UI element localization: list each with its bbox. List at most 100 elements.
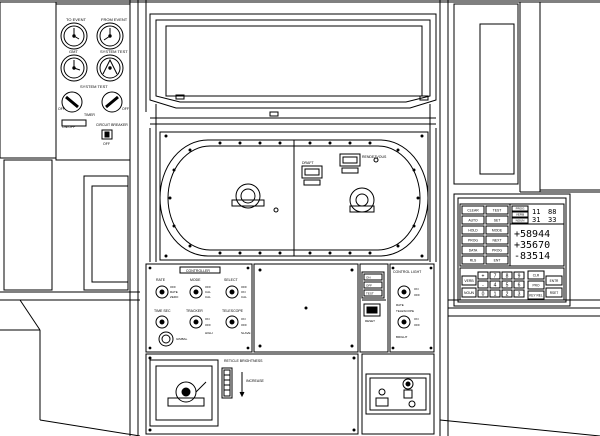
telescope-toggle[interactable] — [225, 315, 239, 329]
dsky-side-key-right[interactable]: KEY REL — [527, 290, 545, 300]
hatch-handle-left[interactable] — [231, 183, 265, 209]
rate-opt-1: RATE — [170, 290, 178, 294]
control-telescope-label: TELESCOPE — [396, 309, 414, 313]
alarm-light-1: OFF — [366, 284, 372, 288]
telescope-label: TELESCOPE — [222, 309, 244, 313]
dsky-fn-key[interactable]: PROG — [485, 245, 509, 255]
controller-panel — [145, 263, 253, 353]
hatch-rivets — [164, 134, 424, 258]
dsky-fn-key-label: TEST — [493, 209, 502, 213]
dsky-key[interactable]: 8 — [501, 271, 513, 280]
dsky-fn-key-label: ENT — [494, 259, 501, 263]
dsky-fn-key[interactable]: NEXT — [485, 235, 509, 245]
dsky-fn-key[interactable]: SET — [485, 215, 509, 225]
control-toggle-upper[interactable] — [397, 285, 411, 299]
select-toggle[interactable] — [225, 285, 239, 299]
control-rate-label: RATE — [396, 303, 404, 307]
dsky-side-key-label: PRO — [533, 284, 540, 288]
dsky-side-key-right[interactable]: CLR — [527, 270, 545, 280]
rate-label: RATE — [156, 278, 166, 282]
dsky-key[interactable]: 3 — [513, 289, 525, 298]
dial-mode: TIMER — [84, 113, 95, 117]
dsky-key[interactable]: 0 — [477, 289, 489, 298]
dsky-side-key-left[interactable]: NOUN — [461, 287, 477, 298]
circuit-breaker-switch[interactable] — [101, 129, 113, 140]
dsky-key[interactable]: 6 — [513, 280, 525, 289]
dsky-key-label: 9 — [518, 273, 521, 279]
rendezvous-gauge — [339, 153, 361, 174]
dsky-key-label: 5 — [506, 282, 509, 288]
system-test-clock — [96, 54, 124, 82]
dsky-key[interactable]: 5 — [501, 280, 513, 289]
dsky-status-label: NOUN — [516, 219, 525, 223]
joystick[interactable] — [167, 381, 207, 407]
from-event-clock — [96, 22, 124, 50]
dsky-fn-key[interactable]: DATA — [461, 245, 485, 255]
dsky-key[interactable]: 9 — [513, 271, 525, 280]
dsky-key[interactable]: 1 — [489, 289, 501, 298]
time-sec-knob[interactable] — [155, 315, 169, 329]
dsky-key[interactable]: 4 — [489, 280, 501, 289]
alarm-reset-button[interactable] — [363, 303, 381, 317]
dsky-key-label: 8 — [506, 273, 509, 279]
dsky-seg-top-a: 11 — [532, 208, 540, 216]
increase-label: INCREASE — [246, 379, 265, 383]
dsky-fn-key[interactable]: RLS — [461, 255, 485, 265]
dsky-key[interactable]: - — [477, 280, 489, 289]
dsky-fn-key[interactable]: HOLD — [461, 225, 485, 235]
system-test-clock-label: SYSTEM TEST — [100, 49, 128, 54]
dsky-seg-mid-a: 31 — [532, 216, 540, 224]
dsky-key[interactable]: + — [477, 271, 489, 280]
dsky-seg-mid-b: 33 — [548, 216, 556, 224]
dsky-fn-key-label: RLS — [470, 259, 477, 263]
dsky-fn-key[interactable]: CLEAR — [461, 205, 485, 215]
draft-label: DRAFT — [302, 161, 315, 165]
lower-right-knob[interactable] — [402, 378, 414, 399]
dsky-fn-key-label: SET — [494, 219, 501, 223]
high-label: HIGH — [205, 331, 213, 335]
dsky-side-key-right[interactable]: ENTR — [545, 275, 563, 286]
control-toggle-lower[interactable] — [397, 315, 411, 329]
tracker-label: TRACKER — [186, 309, 203, 313]
dsky-register: -83514 — [514, 251, 550, 262]
dsky-fn-key[interactable]: AUTO — [461, 215, 485, 225]
mode-toggle[interactable] — [189, 285, 203, 299]
labels: TO EVENT FROM EVENT GMT SYSTEM TEST SYST… — [58, 17, 422, 383]
circuit-breaker-off: OFF — [103, 142, 110, 146]
dsky-key-label: 3 — [518, 291, 521, 297]
alarm-reset-label: RESET — [365, 319, 375, 323]
dsky-fn-key[interactable]: TEST — [485, 205, 509, 215]
system-test-knob-right[interactable] — [101, 91, 123, 113]
dsky-fn-key[interactable]: PROG — [461, 235, 485, 245]
dsky-key[interactable]: 2 — [501, 289, 513, 298]
dsky-fn-key-label: AUTO — [468, 219, 478, 223]
mode-opt-0: OFF — [205, 285, 211, 289]
dsky-side-key-label: VERB — [464, 279, 474, 283]
dsky-side-key-left[interactable]: VERB — [461, 275, 477, 286]
hatch-handle-right[interactable] — [349, 187, 375, 213]
tracker-toggle[interactable] — [189, 315, 203, 329]
dsky-fn-key[interactable]: ENT — [485, 255, 509, 265]
dsky-side-key-right[interactable]: PRO — [527, 280, 545, 290]
dsky-key-label: 0 — [482, 291, 485, 297]
dsky-side-key-right[interactable]: RSET — [545, 287, 563, 298]
system-test-knob-left[interactable] — [61, 91, 83, 113]
gimbal-knob[interactable] — [158, 331, 174, 347]
rate-opt-2: ZERO — [170, 295, 179, 299]
dsky-key-label: 7 — [494, 273, 497, 279]
dsky-fn-key[interactable]: MODE — [485, 225, 509, 235]
control-light-title: CONTROL LIGHT — [393, 270, 422, 274]
telescope-opt-1: OFF — [241, 323, 247, 327]
dsky-registers: +58944+35670-83514 — [509, 223, 565, 267]
select-label: SELECT — [224, 278, 238, 282]
dsky-key[interactable]: 7 — [489, 271, 501, 280]
control-sw2-off: OFF — [414, 323, 420, 327]
reticle-thumbwheel[interactable] — [223, 369, 231, 397]
dsky-status-light: PROG — [511, 205, 529, 212]
gmt-clock — [60, 54, 88, 82]
slave-label: SLAVE — [241, 331, 250, 335]
rate-toggle[interactable] — [155, 285, 169, 299]
reticle-label: RETICLE BRIGHTNESS — [224, 359, 263, 363]
to-event-label: TO EVENT — [66, 17, 86, 22]
